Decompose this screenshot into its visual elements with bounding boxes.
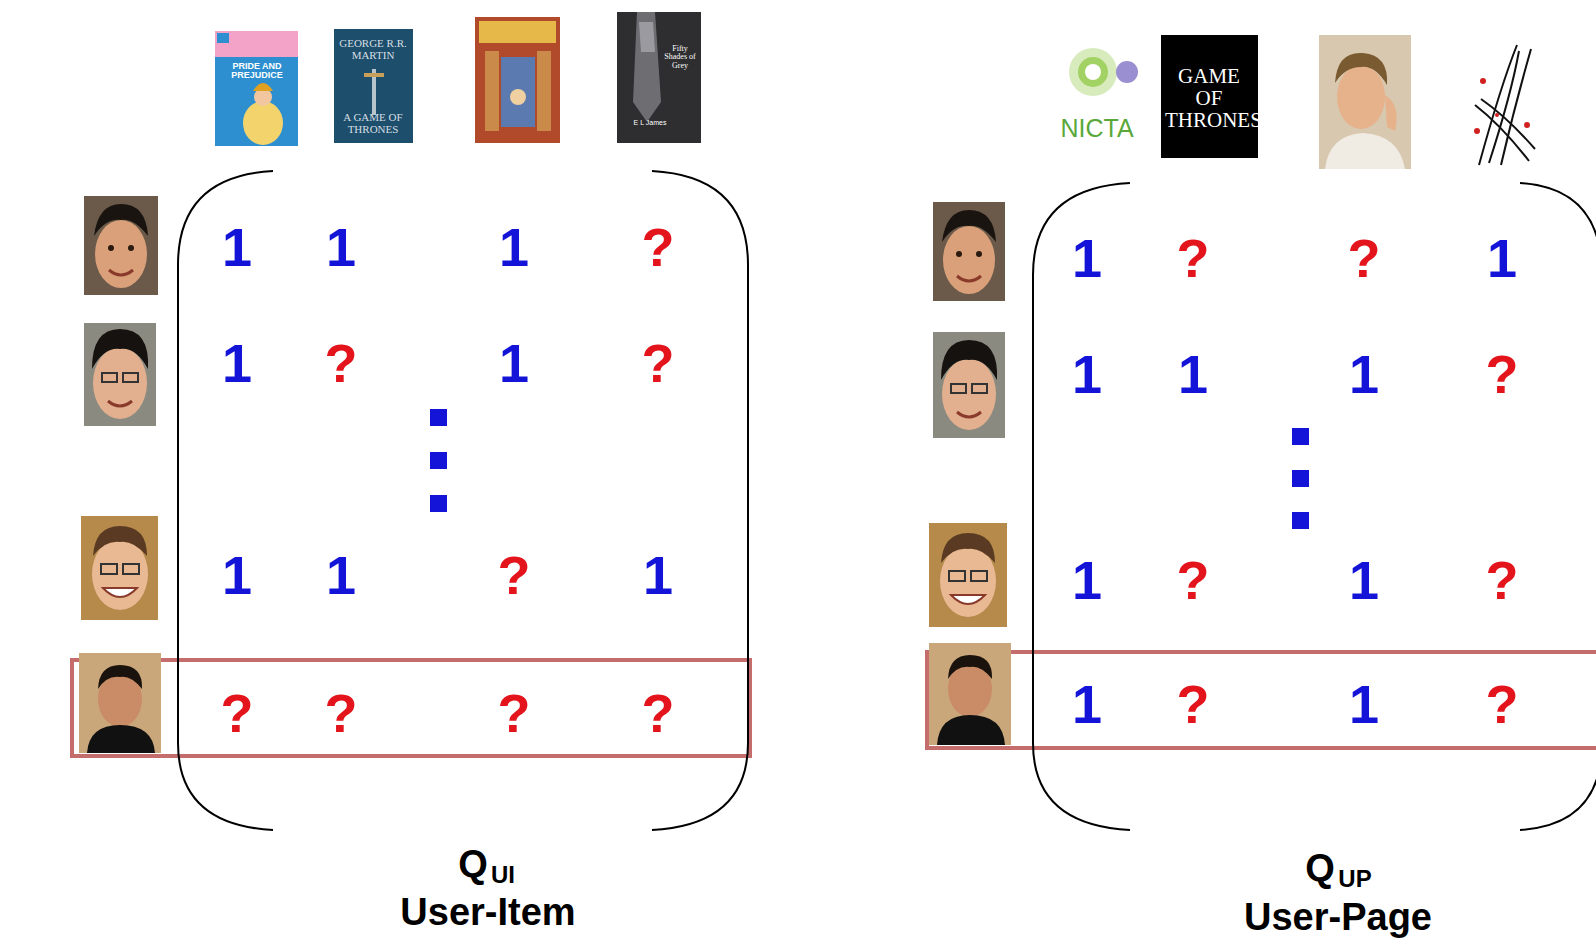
book-cover [617, 12, 701, 143]
item-covers [215, 12, 1535, 169]
user-photos [79, 196, 1011, 753]
dot [430, 409, 447, 426]
nicta-logo [1069, 48, 1138, 96]
matrix-symbol: Q [458, 845, 488, 883]
matrix-cell: 1 [1487, 231, 1517, 285]
matrix-subscript: UP [1338, 867, 1371, 891]
matrix-brackets [178, 171, 1596, 830]
matrix-cell: 1 [1072, 231, 1102, 285]
book-cover [475, 17, 560, 143]
matrix-cell: ? [325, 686, 358, 740]
cover-author: E L James [625, 119, 675, 126]
matrix-cell: ? [642, 336, 675, 390]
user-photo [933, 202, 1005, 301]
matrix-cell: ? [1486, 553, 1519, 607]
left-bracket [1033, 183, 1130, 830]
row-highlight [72, 660, 750, 756]
matrix-cell: 1 [222, 220, 252, 274]
matrix-cell: 1 [1349, 347, 1379, 401]
page-photo [1319, 35, 1411, 169]
user-photo [933, 332, 1005, 438]
matrix-cell: 1 [222, 548, 252, 602]
matrix-cell: ? [498, 686, 531, 740]
matrix-cell: ? [1177, 553, 1210, 607]
logo-text: GAME OF THRONES [1165, 65, 1253, 131]
book-cover [215, 31, 298, 146]
matrix-cell: 1 [1349, 677, 1379, 731]
matrix-caption: User-Page [1244, 898, 1432, 936]
dot [430, 452, 447, 469]
right-bracket [1520, 183, 1596, 830]
cover-author: GEORGE R.R. MARTIN [338, 38, 408, 61]
cover-title: PRIDE AND PREJUDICE [227, 62, 287, 81]
user-photo [84, 196, 158, 295]
dot [1292, 512, 1309, 529]
dot [1292, 470, 1309, 487]
user-photo [84, 323, 156, 426]
matrix-cell: 1 [222, 336, 252, 390]
matrix-cell: 1 [326, 220, 356, 274]
matrix-cell: 1 [1072, 347, 1102, 401]
page-drawing [1474, 45, 1535, 165]
matrix-cell: 1 [1349, 553, 1379, 607]
matrix-cell: ? [1486, 347, 1519, 401]
matrix-cell: ? [1348, 231, 1381, 285]
page-logo [1161, 35, 1258, 158]
matrix-subscript: UI [491, 863, 515, 887]
matrix-cell: ? [642, 686, 675, 740]
matrix-cell: 1 [326, 548, 356, 602]
dot [430, 495, 447, 512]
matrix-cell: ? [498, 548, 531, 602]
matrix-cell: ? [1177, 677, 1210, 731]
cover-title: A GAME OF THRONES [343, 112, 403, 135]
matrix-cell: ? [642, 220, 675, 274]
matrix-cell: ? [221, 686, 254, 740]
vertical-ellipsis [430, 409, 1309, 529]
logo-text: NICTA [1060, 115, 1133, 141]
book-cover [334, 29, 413, 143]
matrix-cell: 1 [499, 220, 529, 274]
matrix-caption: User-Item [400, 893, 575, 931]
matrix-cell: 1 [1072, 553, 1102, 607]
user-photo [929, 523, 1007, 627]
user-photo [79, 653, 161, 753]
matrix-cell: 1 [1072, 677, 1102, 731]
cover-title: Fifty Shades of Grey [662, 45, 698, 70]
user-photo [81, 516, 158, 620]
matrix-cell: 1 [499, 336, 529, 390]
matrix-cell: 1 [1178, 347, 1208, 401]
matrix-cell: ? [325, 336, 358, 390]
matrix-symbol: Q [1305, 849, 1335, 887]
user-photo [929, 643, 1011, 745]
matrix-cell: ? [1486, 677, 1519, 731]
left-bracket [178, 171, 273, 830]
matrix-cell: 1 [643, 548, 673, 602]
matrix-cell: ? [1177, 231, 1210, 285]
dot [1292, 428, 1309, 445]
row-highlight [927, 652, 1596, 748]
